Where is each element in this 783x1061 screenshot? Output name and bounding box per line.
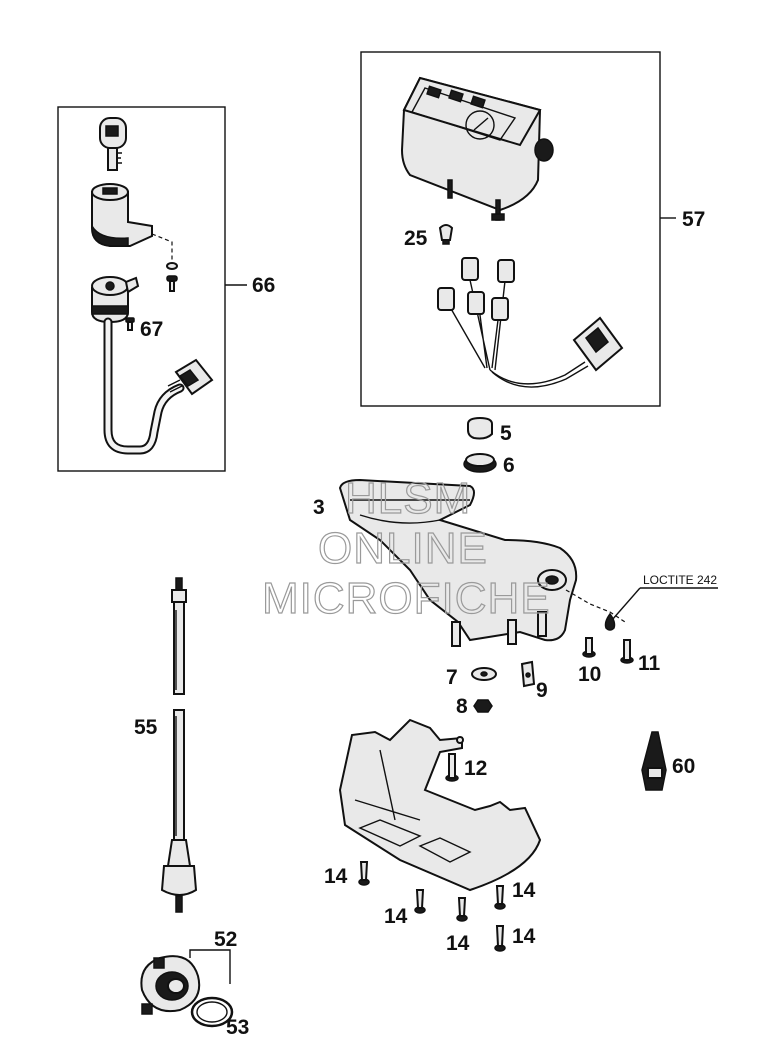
screw-14b <box>414 889 426 914</box>
watermark-line3: MICROFICHE <box>262 574 551 623</box>
dash-bracket-to-fasteners <box>565 589 626 623</box>
callout-66: 66 <box>252 274 275 297</box>
instrument-bracket-3 <box>338 478 578 647</box>
callout-14b: 14 <box>384 905 408 928</box>
callout-52: 52 <box>214 928 237 951</box>
rubber-bushing-5 <box>467 416 493 440</box>
callout-11: 11 <box>638 652 661 675</box>
callout-25: 25 <box>404 227 428 250</box>
callout-10: 10 <box>578 663 601 686</box>
screw-14e <box>494 925 506 952</box>
callout-55: 55 <box>134 716 158 739</box>
screw-ignition <box>166 275 178 292</box>
watermark-line1: HLSM <box>345 474 471 523</box>
washer-small <box>166 262 178 270</box>
nut-8 <box>473 699 493 713</box>
bulb-25 <box>438 224 454 245</box>
speedometer-harness <box>437 257 624 388</box>
speedometer-cable-55 <box>160 577 198 913</box>
callout-7: 7 <box>446 666 458 689</box>
ignition-switch-body <box>91 276 140 324</box>
clip-nut-9 <box>520 660 536 688</box>
speedometer-group-frame <box>360 51 661 407</box>
loctite-drop <box>604 612 616 631</box>
screw-14c <box>494 885 506 910</box>
ignition-key <box>99 117 127 171</box>
callout-14c: 14 <box>512 879 536 902</box>
callout-67: 67 <box>140 318 163 341</box>
callout-8: 8 <box>456 695 468 718</box>
dash-lock-to-screw <box>151 233 173 262</box>
screw-67 <box>125 317 135 331</box>
bolt-12 <box>445 753 459 782</box>
leader-52 <box>189 949 231 984</box>
screw-10 <box>582 637 596 658</box>
screw-14a <box>358 861 370 886</box>
callout-53: 53 <box>226 1016 249 1039</box>
watermark-line2: ONLINE <box>318 524 488 573</box>
screw-14d <box>456 897 468 922</box>
callout-60: 60 <box>672 755 695 778</box>
rubber-grommet-6 <box>463 453 497 473</box>
callout-3: 3 <box>313 496 325 519</box>
speedometer-drive-52 <box>140 955 201 1015</box>
callout-14d: 14 <box>446 932 470 955</box>
screw-11 <box>620 639 634 664</box>
ignition-switch-group-frame <box>57 106 226 472</box>
callout-14e: 14 <box>512 925 536 948</box>
callout-12: 12 <box>464 757 487 780</box>
callout-57: 57 <box>682 208 705 231</box>
callout-6: 6 <box>503 454 515 477</box>
callout-5: 5 <box>500 422 512 445</box>
loctite-bottle-60 <box>641 731 667 791</box>
circlip-53 <box>190 996 234 1028</box>
speedometer <box>400 76 554 221</box>
washer-7 <box>471 667 497 681</box>
loctite-label: LOCTITE 242 <box>643 573 717 587</box>
ignition-lock-cylinder <box>91 183 153 247</box>
callout-9: 9 <box>536 679 548 702</box>
callout-14a: 14 <box>324 865 348 888</box>
lower-mounting-bracket <box>338 718 542 892</box>
ignition-connector <box>167 358 214 396</box>
